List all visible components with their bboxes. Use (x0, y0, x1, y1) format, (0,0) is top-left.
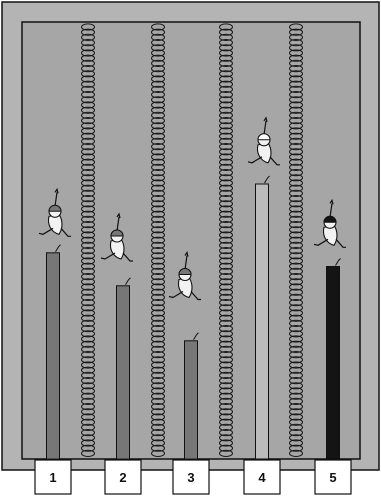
bar-lane-2 (117, 286, 130, 459)
bar-lane-1 (47, 253, 60, 459)
bar-lane-3 (185, 341, 198, 459)
lane-label-1: 1 (49, 470, 56, 485)
lane-label-2: 2 (119, 470, 126, 485)
bar-lane-5 (327, 267, 340, 460)
lane-label-4: 4 (258, 470, 266, 485)
lane-label-3: 3 (187, 470, 194, 485)
lane-label-5: 5 (329, 470, 336, 485)
bar-lane-4 (256, 184, 269, 459)
